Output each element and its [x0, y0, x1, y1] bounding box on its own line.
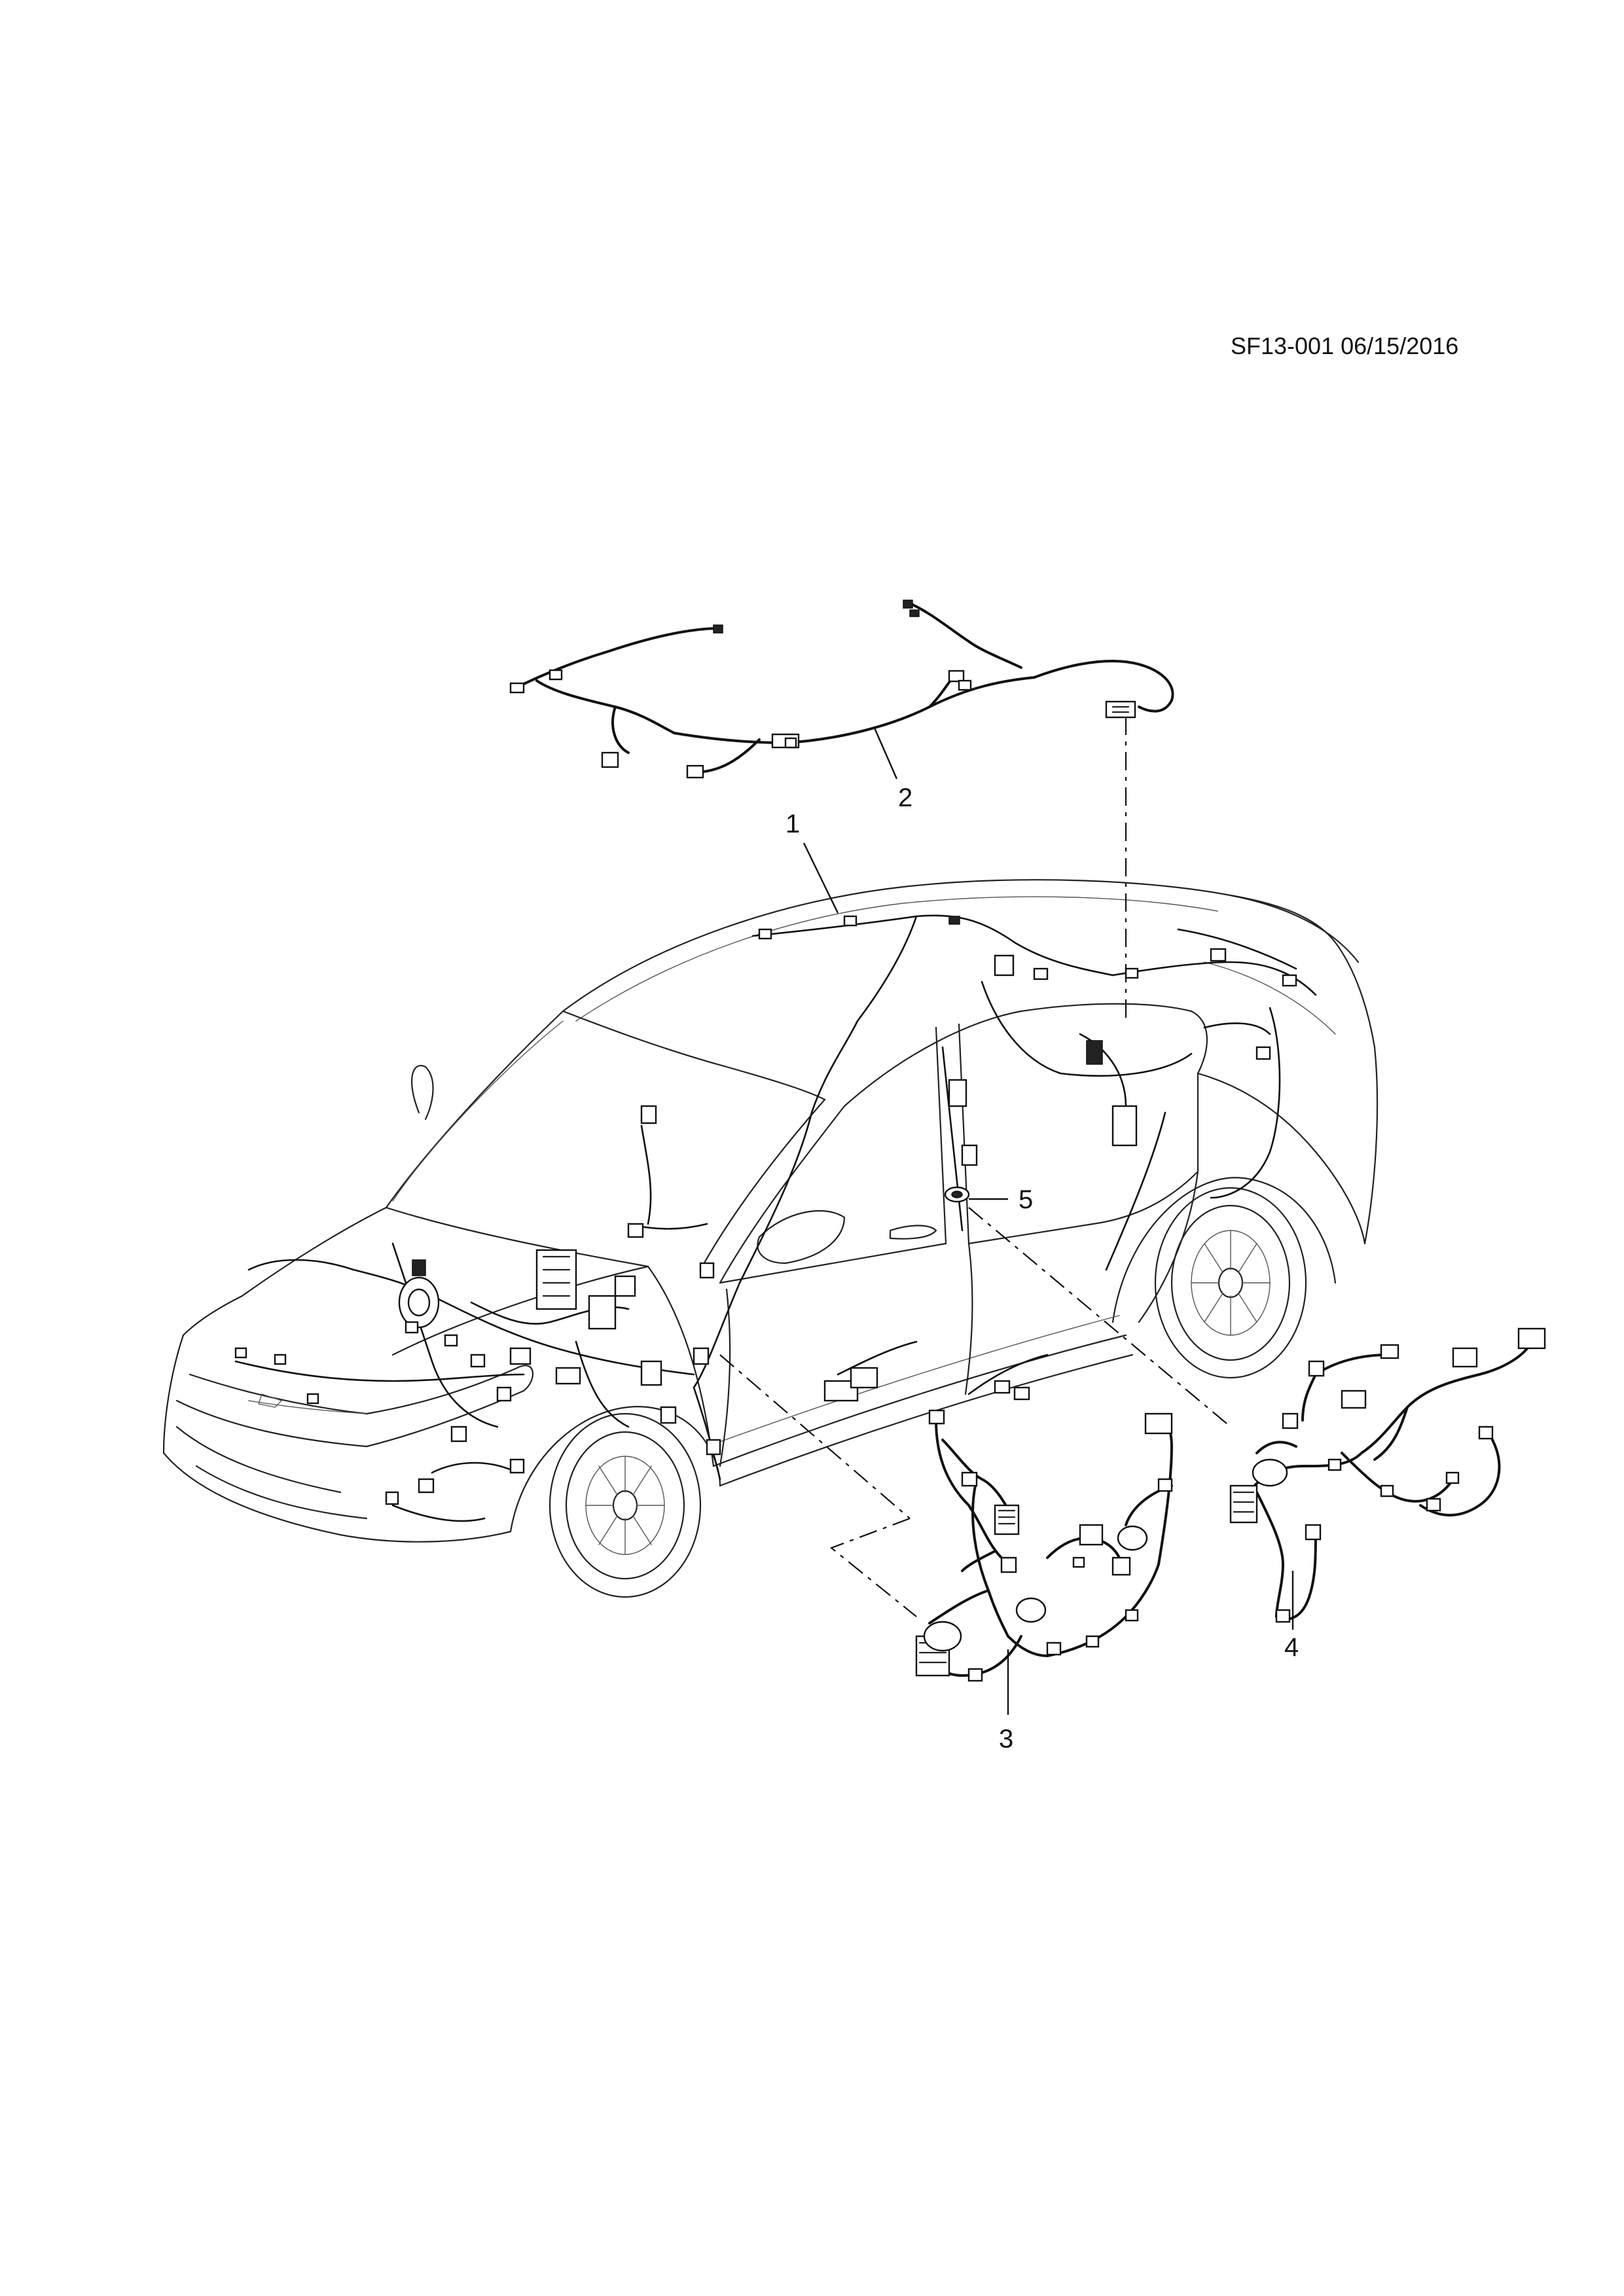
- left-door-harness: [915, 1409, 1173, 1682]
- car-outline: [162, 879, 1379, 1598]
- roof-harness: [509, 600, 1174, 779]
- drawing-id: SF13-001 06/15/2016: [1231, 332, 1459, 359]
- right-door-harness: [1229, 1327, 1546, 1623]
- callout-2: 2: [898, 783, 912, 812]
- leader-lines: [803, 726, 1294, 1715]
- grommet: [944, 1186, 970, 1203]
- callout-1: 1: [785, 810, 800, 838]
- callout-labels: 1 2 3 4 5: [785, 783, 1299, 1753]
- reference-lines: [719, 717, 1231, 1617]
- callout-5: 5: [1019, 1185, 1033, 1214]
- body-harness: [234, 914, 1317, 1522]
- callout-3: 3: [999, 1725, 1013, 1753]
- callout-4: 4: [1284, 1633, 1299, 1662]
